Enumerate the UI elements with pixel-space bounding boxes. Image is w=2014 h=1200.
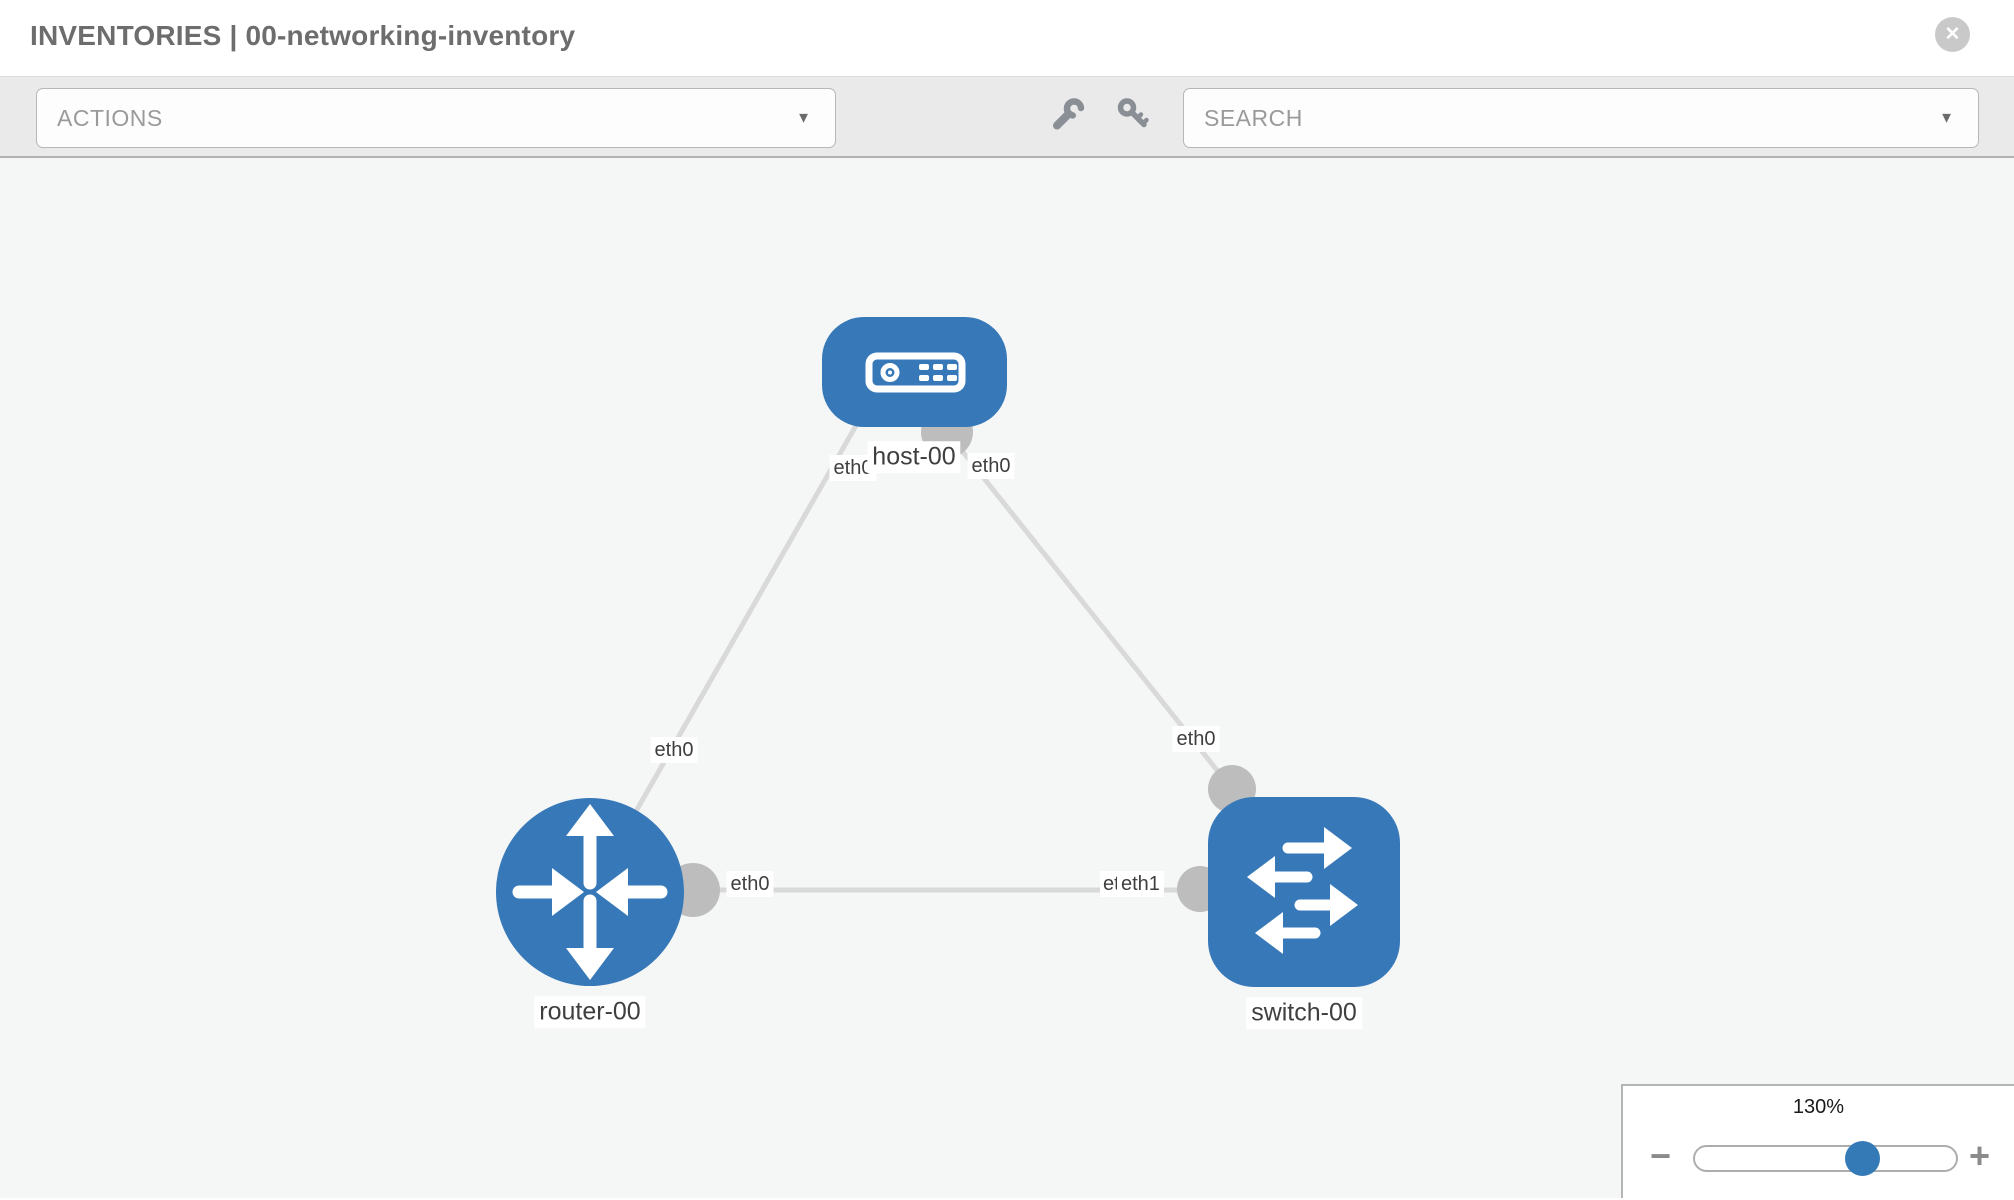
- node-label-host-00: host-00: [867, 441, 961, 473]
- actions-dropdown[interactable]: ACTIONS ▼: [36, 88, 836, 148]
- page-title: INVENTORIES | 00-networking-inventory: [30, 20, 576, 51]
- switch-icon: [1247, 827, 1358, 954]
- zoom-level-value: 130%: [1792, 1096, 1845, 1118]
- chevron-down-icon: ▼: [1939, 109, 1954, 127]
- zoom-slider-track[interactable]: [1693, 1145, 1958, 1172]
- edge-label-eth0: eth0: [1172, 726, 1220, 752]
- toolbar: ACTIONS ▼ ▼: [0, 76, 2014, 158]
- search-dropdown[interactable]: ▼: [1183, 88, 1979, 148]
- wrench-icon[interactable]: [1050, 96, 1086, 137]
- header-bar: INVENTORIES | 00-networking-inventory ✕: [0, 0, 2014, 76]
- close-button[interactable]: ✕: [1935, 17, 1970, 52]
- zoom-out-button[interactable]: −: [1650, 1135, 1672, 1176]
- node-host-00[interactable]: [822, 317, 1007, 427]
- key-icon[interactable]: [1116, 96, 1152, 137]
- router-icon: [512, 804, 668, 980]
- topology-canvas[interactable]: eth0 eth0 eth0 eth0 eth0 eth0 eth1 host-…: [0, 158, 2014, 1198]
- zoom-in-button[interactable]: +: [1969, 1135, 1991, 1176]
- edge-label-eth1: eth1: [1117, 871, 1164, 897]
- node-switch-00[interactable]: [1208, 797, 1400, 987]
- node-label-switch-00: switch-00: [1246, 997, 1362, 1029]
- node-label-router-00: router-00: [534, 996, 646, 1028]
- edge-label-eth0-clipped: eth0: [1100, 871, 1119, 897]
- actions-dropdown-label: ACTIONS: [57, 104, 163, 131]
- node-router-00[interactable]: [496, 798, 684, 986]
- edge-label-eth0: eth0: [967, 453, 1015, 479]
- zoom-slider-thumb[interactable]: [1845, 1141, 1880, 1176]
- zoom-control-panel: 130% − +: [1621, 1084, 2014, 1198]
- close-icon: ✕: [1944, 24, 1961, 45]
- chevron-down-icon: ▼: [796, 109, 811, 127]
- search-input[interactable]: [1184, 104, 1884, 132]
- host-icon: [865, 352, 966, 393]
- edge-label-eth0: eth0: [726, 871, 774, 897]
- edge-label-eth0: eth0: [650, 737, 698, 763]
